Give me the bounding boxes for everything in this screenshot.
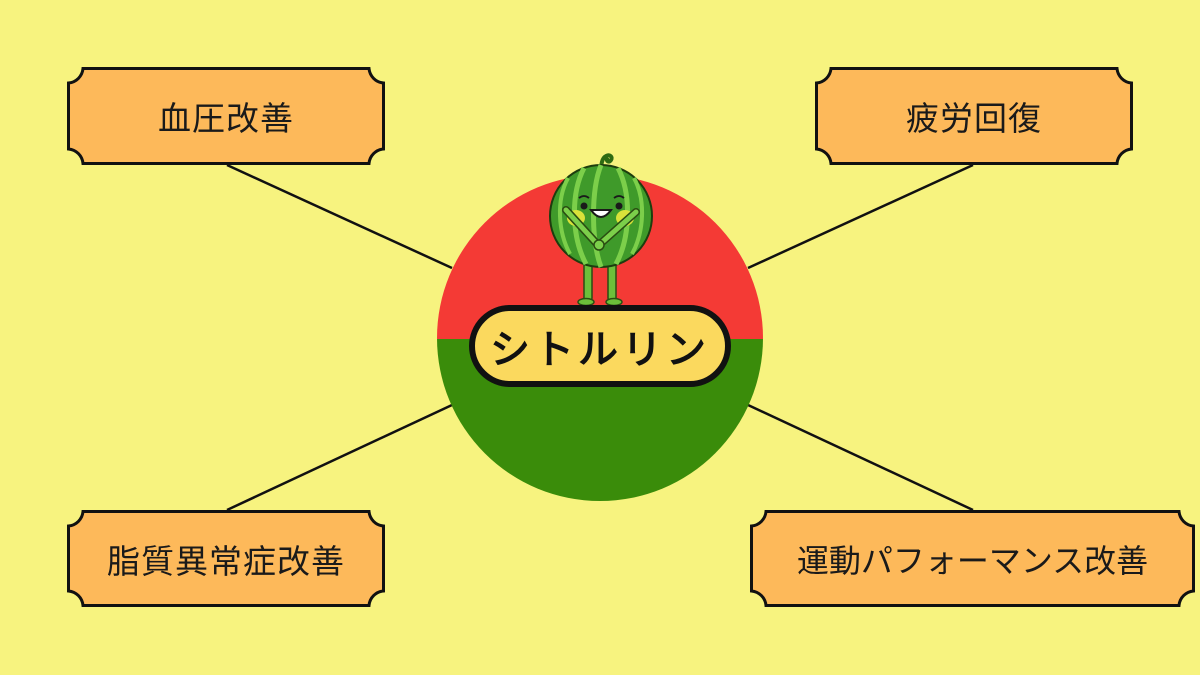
- ticket-frame-shape: [750, 510, 1195, 607]
- connector-top-right: [747, 163, 974, 270]
- node-exercise-performance: 運動パフォーマンス改善: [750, 510, 1195, 607]
- node-fatigue-recovery: 疲労回復: [815, 67, 1133, 165]
- ticket-frame-shape: [67, 510, 385, 607]
- connector-bottom-left: [226, 403, 453, 512]
- center-label-pill: シトルリン: [469, 305, 731, 387]
- connector-bottom-right: [747, 403, 974, 512]
- node-blood-pressure: 血圧改善: [67, 67, 385, 165]
- ticket-frame-shape: [67, 67, 385, 165]
- connector-top-left: [226, 163, 453, 270]
- node-label: 疲労回復: [906, 99, 1042, 138]
- node-label: 血圧改善: [158, 99, 294, 138]
- node-label: 運動パフォーマンス改善: [796, 541, 1149, 580]
- node-dyslipidemia: 脂質異常症改善: [67, 510, 385, 607]
- ticket-frame-shape: [815, 67, 1133, 165]
- node-label: 脂質異常症改善: [107, 541, 345, 581]
- watermelon-character-icon: [549, 153, 653, 307]
- center-label: シトルリン: [490, 327, 710, 373]
